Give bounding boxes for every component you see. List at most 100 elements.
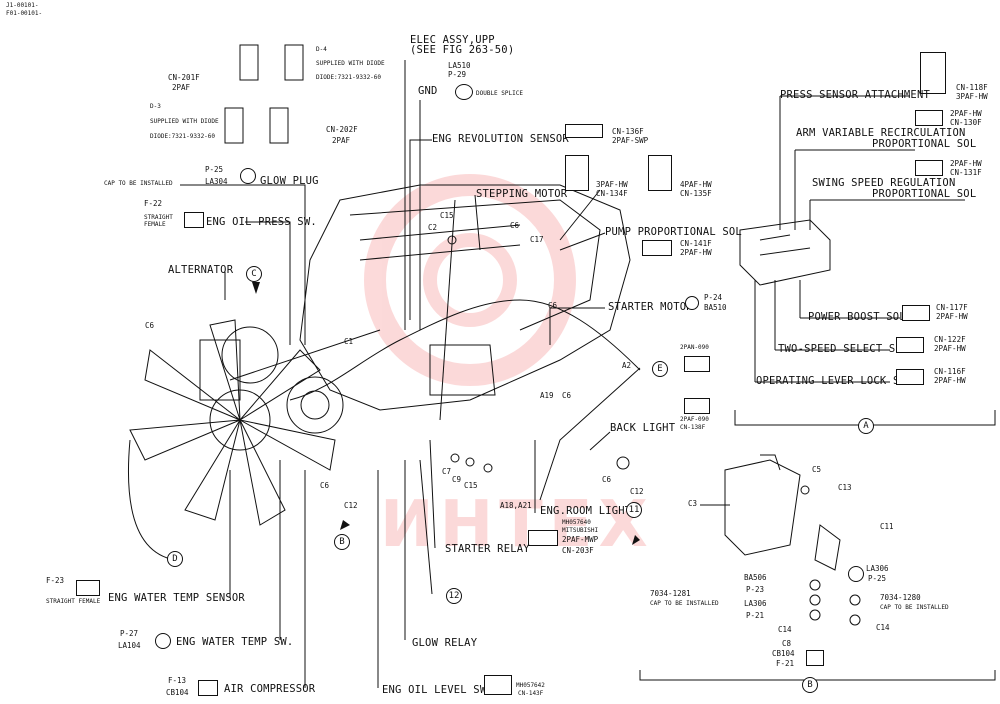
a2-label: A2: [622, 361, 632, 370]
starter-motor-label: STARTER MOTOR: [608, 301, 693, 313]
c5-label: C5: [812, 465, 822, 474]
cn136f-type: 2PAF-SWP: [612, 136, 649, 145]
cn134f-label: CN-134F: [596, 189, 628, 198]
arm-var-recirc-label-1: ARM VARIABLE RECIRCULATION: [796, 127, 966, 139]
c6-label-e: C6: [602, 475, 612, 484]
glow-plug-label: GLOW PLUG: [260, 175, 319, 187]
alternator-label: ALTERNATOR: [168, 264, 234, 276]
eng-oil-level-label: ENG OIL LEVEL SW.: [382, 684, 493, 696]
cap-1280-label: CAP TO BE INSTALLED: [880, 604, 949, 611]
callout-d: D: [167, 551, 183, 567]
la306-label: LA306: [866, 564, 889, 573]
arm-var-recirc-label-2: PROPORTIONAL SOL: [872, 138, 977, 150]
callout-12: 12: [446, 588, 462, 604]
paf090-connector: [684, 398, 710, 414]
mh057642-label: MH057642: [516, 682, 545, 689]
cn134f-connector: [565, 155, 589, 191]
c6-label-d: C6: [562, 391, 572, 400]
la104-label: LA104: [118, 641, 141, 650]
cn117f-label: CN-117F: [936, 303, 968, 312]
cn118f-type: 3PAF-HW: [956, 92, 988, 101]
d4-diode: DIODE:7321-9332-60: [316, 74, 382, 81]
cn202f-type: 2PAF: [332, 136, 351, 145]
c1-label: C1: [344, 337, 354, 346]
gnd-connector: [455, 84, 473, 100]
p23-label: P-23: [746, 585, 765, 594]
cn203f-label: CN-203F: [562, 546, 594, 555]
callout-11: 11: [626, 502, 642, 518]
water-sensor-connector: [76, 580, 100, 596]
cn131f-type: 2PAF-HW: [950, 159, 982, 168]
cn135f-label: CN-135F: [680, 189, 712, 198]
f23-label: F-23: [46, 576, 65, 585]
cn141f-connector: [642, 240, 672, 256]
callout-c: C: [246, 266, 262, 282]
see-fig-label: (SEE FIG 263-50): [410, 44, 515, 56]
c6-label-c: C6: [145, 321, 155, 330]
c8-label: C8: [782, 639, 792, 648]
cn135f-connector: [648, 155, 672, 191]
d3-label: D-3: [150, 103, 161, 110]
d4-label: D-4: [316, 46, 327, 53]
p21-label: P-21: [746, 611, 765, 620]
d3-supplied: SUPPLIED WITH DIODE: [150, 118, 219, 125]
eng-oil-press-label: ENG OIL PRESS SW.: [206, 216, 317, 228]
op-lever-lock-label: OPERATING LEVER LOCK SOL: [756, 375, 913, 387]
stepping-motor-label: STEPPING MOTOR: [476, 188, 568, 200]
a18-21-label: A18,A21: [500, 501, 532, 510]
water-sensor-straight: STRAIGHT FEMALE: [46, 598, 101, 605]
c7-label: C7: [442, 467, 452, 476]
cn202f-label: CN-202F: [326, 125, 358, 134]
c12-label-b: C12: [344, 501, 358, 510]
cn122f-connector: [896, 337, 924, 353]
oil-level-connector: [484, 675, 512, 695]
watermark-text: ИНТЕХ: [380, 488, 654, 562]
p29-label: P-29: [448, 70, 467, 79]
power-boost-sol-label: POWER BOOST SOL: [808, 311, 906, 323]
c11-label: C11: [880, 522, 894, 531]
two-speed-select-label: TWO-SPEED SELECT SOL: [778, 343, 909, 355]
swing-speed-label-1: SWING SPEED REGULATION: [812, 177, 956, 189]
starter-motor-connector: [685, 296, 699, 310]
pump-prop-sol-label: PUMP PROPORTIONAL SOL: [605, 226, 742, 238]
c3-label: C3: [688, 499, 698, 508]
cn131f-label: CN-131F: [950, 168, 982, 177]
p25b-label: P-25: [868, 574, 887, 583]
straight-female-label: STRAIGHT FEMALE: [144, 214, 173, 228]
callout-b-lower: B: [802, 677, 818, 693]
cn130f-connector: [915, 110, 943, 126]
c14-label-b: C14: [876, 623, 890, 632]
c17-label: C17: [530, 235, 544, 244]
f21-label: F-21: [776, 659, 795, 668]
cn136f-label: CN-136F: [612, 127, 644, 136]
glow-relay-label: GLOW RELAY: [412, 637, 478, 649]
cn138f-label: CN-138F: [680, 424, 706, 431]
la510-label: LA510: [448, 61, 471, 70]
ref-line-2: F01-00101-: [6, 10, 43, 17]
watermark-gear-icon: [364, 174, 576, 386]
eng-room-light-label: ENG.ROOM LIGHT: [540, 505, 632, 517]
cn118f-label: CN-118F: [956, 83, 988, 92]
cb104-connector: [806, 650, 824, 666]
cn122f-label: CN-122F: [934, 335, 966, 344]
cn141f-type: 2PAF-HW: [680, 248, 712, 257]
eng-revolution-sensor-label: ENG REVOLUTION SENSOR: [432, 133, 569, 145]
eng-water-temp-sensor-label: ENG WATER TEMP SENSOR: [108, 592, 245, 604]
swing-speed-label-2: PROPORTIONAL SOL: [872, 188, 977, 200]
ref-line-1: J1-00101-: [6, 2, 39, 9]
glow-plug-p25: P-25: [205, 165, 224, 174]
c15-label-a: C15: [440, 211, 454, 220]
la306b-label: LA306: [744, 599, 767, 608]
c6-label-f: C6: [320, 481, 330, 490]
paf090-label: 2PAF-090: [680, 416, 709, 423]
a19-label: A19: [540, 391, 554, 400]
la306-connector: [848, 566, 864, 582]
callout-b: B: [334, 534, 350, 550]
double-splice-label: DOUBLE SPLICE: [476, 90, 523, 97]
cn141f-label: CN-141F: [680, 239, 712, 248]
n7034-1280-label: 7034-1280: [880, 593, 921, 602]
cn116f-type: 2PAF-HW: [934, 376, 966, 385]
cap-1281-label: CAP TO BE INSTALLED: [650, 600, 719, 607]
